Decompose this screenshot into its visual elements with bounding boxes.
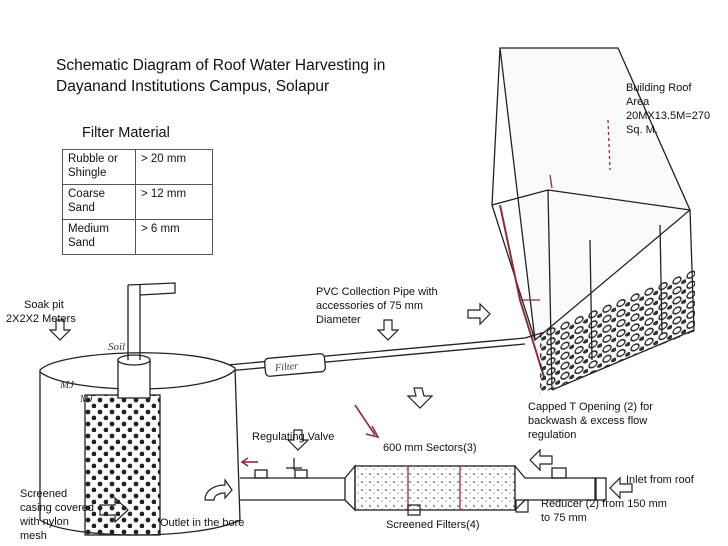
mj-annotation-1: MJ	[59, 379, 75, 391]
sectors-label: 600 mm Sectors(3)	[383, 442, 477, 454]
regulating-valve-label: Regulating Valve	[252, 431, 335, 443]
material-cell: Medium Sand	[62, 219, 136, 255]
pvc-pipe-label: PVC Collection Pipe with accessories of …	[316, 286, 438, 326]
capped-t-label: Capped T Opening (2) for backwash & exce…	[528, 401, 653, 441]
reducer-label: Reducer (2) from 150 mm to 75 mm	[541, 498, 667, 524]
filter-material-table: Rubble or Shingle > 20 mm Coarse Sand > …	[62, 149, 213, 255]
outlet-label: Outlet in the bore	[160, 517, 245, 529]
building-roof-sketch	[491, 47, 695, 394]
material-cell: Coarse Sand	[62, 184, 136, 220]
mj-annotation-2: MJ	[79, 394, 93, 405]
arrows	[48, 302, 633, 524]
filter-annotation: Filter	[274, 361, 299, 374]
table-row: Coarse Sand > 12 mm	[62, 184, 213, 220]
diagram-title: Schematic Diagram of Roof Water Harvesti…	[56, 55, 456, 97]
inlet-label: Inlet from roof	[626, 474, 694, 486]
roof-area-label: Building Roof Area 20MX13.5M=270 Sq. M.	[626, 82, 711, 136]
soil-annotation: Soil	[108, 341, 125, 353]
title-line-1: Schematic Diagram of Roof Water Harvesti…	[56, 57, 386, 74]
screened-filters-label: Screened Filters(4)	[386, 519, 480, 531]
soak-pit-label-1: Soak pit	[24, 299, 64, 311]
screened-casing-label: Screened casing covered with nylon mesh	[20, 488, 94, 542]
size-cell: > 12 mm	[135, 184, 213, 220]
soak-pit-label-2: 2X2X2 Meters	[6, 313, 76, 325]
filter-material-heading: Filter Material	[82, 125, 170, 141]
table-row: Medium Sand > 6 mm	[62, 219, 213, 255]
filter-unit-sketch	[240, 458, 607, 512]
material-cell: Rubble or Shingle	[62, 149, 136, 185]
title-line-2: Dayanand Institutions Campus, Solapur	[56, 78, 330, 95]
soak-pit-sketch	[39, 282, 241, 536]
size-cell: > 6 mm	[135, 219, 213, 255]
